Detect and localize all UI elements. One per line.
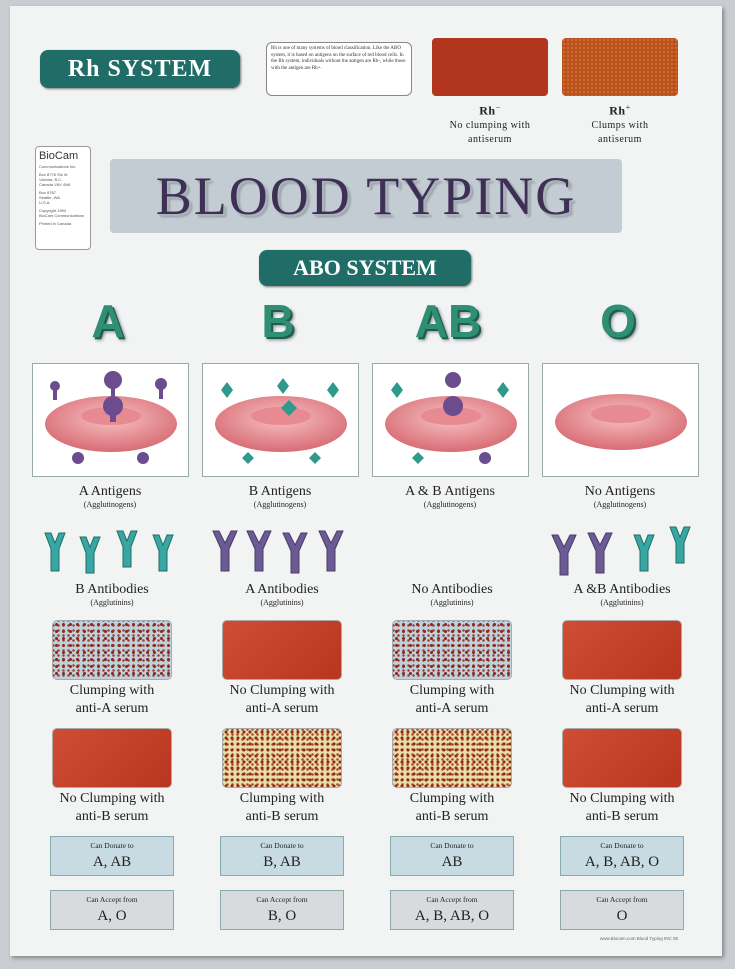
- anti-b-result-o: [562, 728, 682, 788]
- antigen-label-ab: A & B Antigens(Agglutinogens): [405, 484, 495, 509]
- type-letter-a: A: [91, 295, 125, 347]
- anti-b-result-b: [222, 728, 342, 788]
- antibodies-b-icons: [35, 521, 185, 581]
- type-letter-o: O: [600, 295, 636, 347]
- anti-a-result-a: [52, 620, 172, 680]
- b-antibody-icon: [633, 526, 691, 572]
- antibody-label-b: A Antibodies(Agglutinins): [245, 582, 319, 607]
- antibody-label-o: A &B Antibodies(Agglutinins): [573, 582, 671, 607]
- a-antibody-icon: [212, 530, 344, 574]
- antibodies-ab-icons: [548, 521, 698, 581]
- rh-description: Rh is one of many systems of blood class…: [266, 42, 412, 96]
- anti-b-result-a: [52, 728, 172, 788]
- red-cell-a: [32, 363, 189, 477]
- rh-negative-label: Rh− No clumping with antiserum: [449, 103, 531, 146]
- antigen-label-o: No Antigens(Agglutinogens): [584, 484, 656, 509]
- type-letter-b: B: [261, 295, 295, 347]
- footer-text: www.Biocam.com Blood Typing INC 06: [600, 936, 678, 941]
- a-antibody-icon: [551, 532, 613, 576]
- anti-a-result-ab: [392, 620, 512, 680]
- red-cell-ab: [372, 363, 529, 477]
- page-title: BLOOD TYPING: [110, 159, 622, 233]
- antibody-label-ab: No Antibodies(Agglutinins): [411, 582, 493, 607]
- antibodies-a-icons: [205, 521, 355, 581]
- rh-positive-label: Rh+ Clumps with antiserum: [591, 103, 649, 146]
- poster: Rh SYSTEM Rh is one of many systems of b…: [10, 6, 722, 956]
- a-antigen-icon: [443, 372, 491, 464]
- antigen-label-b: B Antigens(Agglutinogens): [248, 484, 312, 509]
- type-letter-ab: AB: [414, 295, 482, 347]
- abo-system-title: ABO SYSTEM: [259, 250, 471, 286]
- a-antigen-icon: [50, 371, 167, 464]
- anti-b-result-ab: [392, 728, 512, 788]
- publisher-info: BioCam Communications Inc. Box 8778 Stn …: [35, 146, 91, 250]
- antibody-label-a: B Antibodies(Agglutinins): [75, 582, 149, 607]
- anti-a-result-o: [562, 620, 682, 680]
- red-cell-o: [542, 363, 699, 477]
- rh-system-title: Rh SYSTEM: [40, 50, 240, 88]
- anti-a-result-b: [222, 620, 342, 680]
- rh-positive-swatch: [562, 38, 678, 96]
- b-antigen-icon: [221, 378, 339, 464]
- red-cell-b: [202, 363, 359, 477]
- b-antigen-icon: [391, 382, 509, 464]
- rh-negative-swatch: [432, 38, 548, 96]
- antigen-label-a: A Antigens(Agglutinogens): [78, 484, 142, 509]
- b-antibody-icon: [44, 530, 174, 574]
